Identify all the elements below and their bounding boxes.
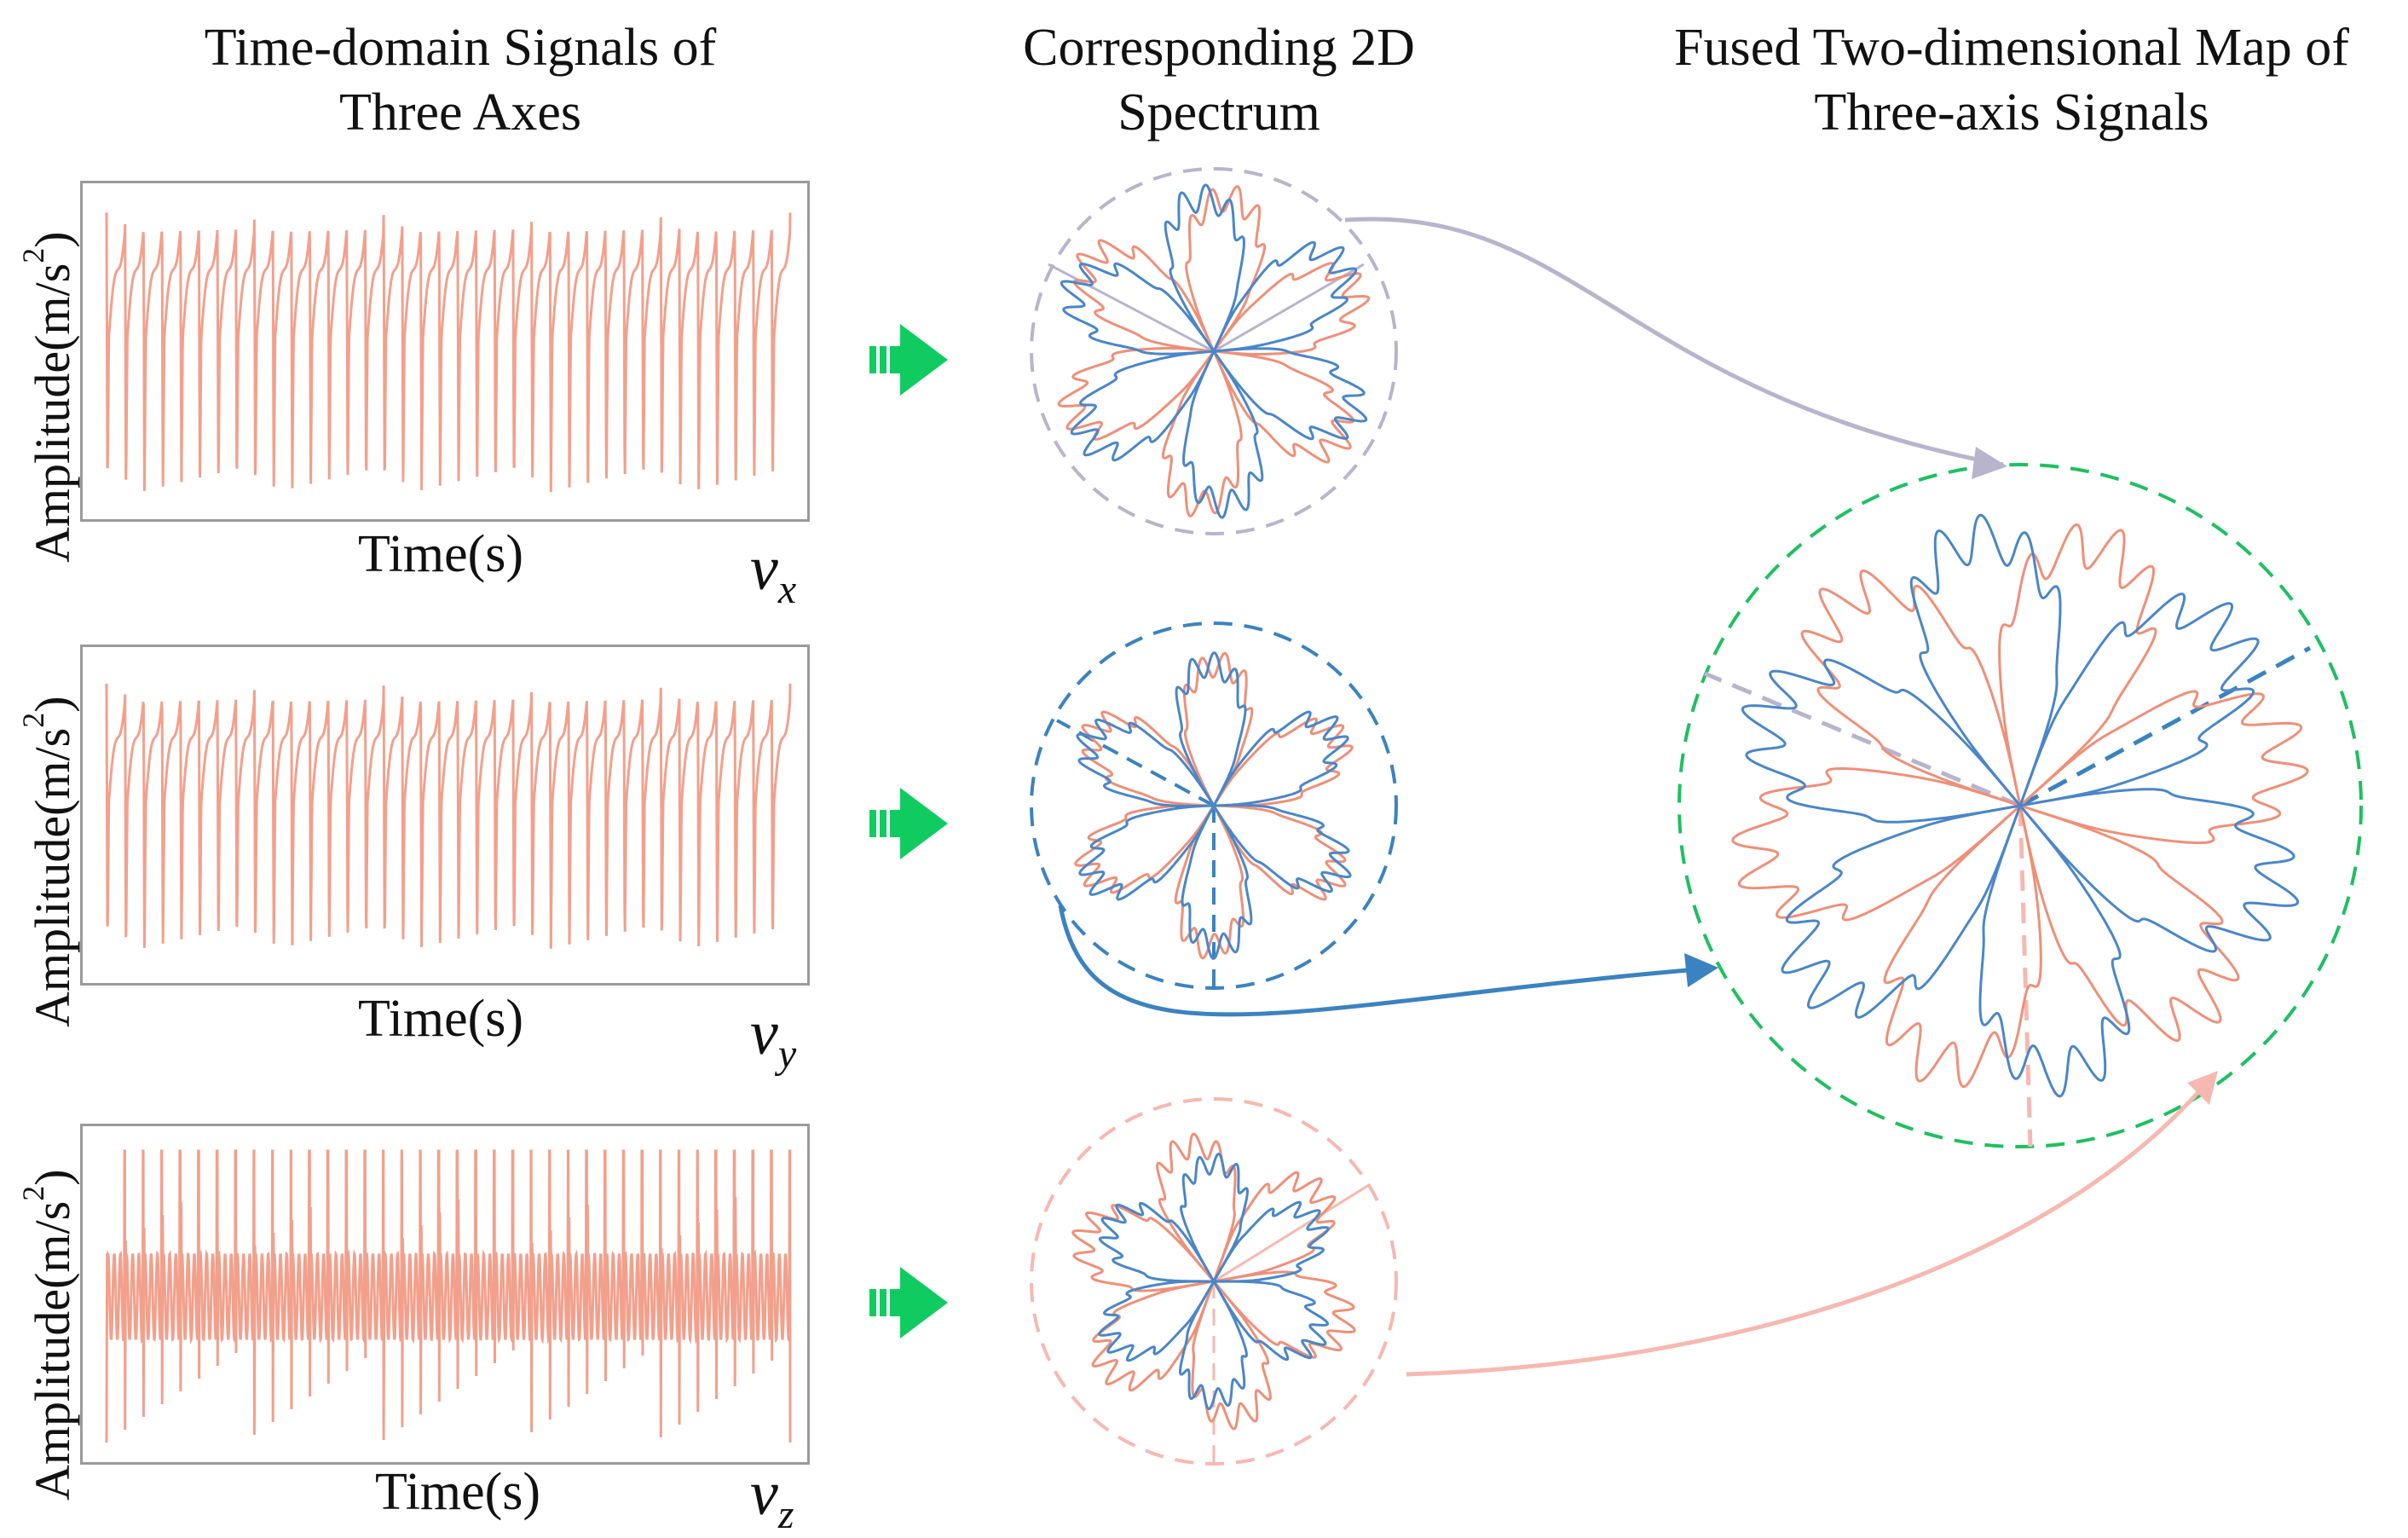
spectrum-rose-vx: [1048, 183, 1371, 519]
title-2d-spectrum-line2: Spectrum: [1117, 84, 1320, 142]
signal-plot-vx: [105, 212, 792, 493]
signal-plot-vz: [105, 1149, 792, 1443]
spectrum-rose-vy: [1056, 651, 1354, 987]
signal-panel-vy: [80, 645, 810, 986]
var-label-vx-v: v: [750, 534, 778, 604]
title-fused-map-line2: Three-axis Signals: [1814, 84, 2209, 142]
fused-map-rose: [1704, 513, 2312, 1148]
rose-vy-blue: [1076, 651, 1352, 960]
var-label-vz: vz: [750, 1458, 794, 1538]
signal-plot-vy: [105, 683, 792, 949]
title-fused-map: Fused Two-dimensional Map of Three-axis …: [1620, 15, 2404, 145]
title-2d-spectrum-line1: Corresponding 2D: [1023, 19, 1415, 77]
var-label-vz-v: v: [750, 1459, 778, 1529]
var-label-vy-sub: y: [777, 1032, 797, 1077]
var-label-vy: vy: [750, 997, 796, 1078]
var-label-vy-v: v: [750, 998, 778, 1068]
title-time-domain-line1: Time-domain Signals of: [204, 19, 717, 77]
rose-vz-blue: [1098, 1152, 1330, 1411]
signal-panel-vz: [80, 1124, 810, 1465]
title-2d-spectrum: Corresponding 2D Spectrum: [963, 15, 1475, 145]
title-time-domain: Time-domain Signals of Three Axes: [145, 15, 776, 145]
title-time-domain-line2: Three Axes: [338, 84, 582, 142]
rose-fused-orange: [1731, 523, 2309, 1089]
spectrum-circle-vx: [1030, 167, 1398, 535]
xlabel-vx: Time(s): [358, 525, 524, 583]
connector-arrow-vz: [1406, 1090, 2201, 1377]
rose-vz-orange: [1071, 1132, 1356, 1431]
flow-arrow-icon-x: [869, 324, 948, 396]
flow-arrow-icon-z: [869, 1267, 948, 1339]
rose-vx-blue: [1060, 183, 1368, 519]
xlabel-vy: Time(s): [358, 990, 524, 1048]
connector-arrowhead-vx: [1972, 447, 2007, 479]
title-fused-map-line1: Fused Two-dimensional Map of: [1674, 19, 2349, 77]
connector-arrow-vy: [1058, 905, 1689, 1017]
signal-panel-vx: [80, 181, 810, 522]
connector-arrow-vx: [1344, 217, 2004, 467]
spectrum-rose-vz: [1071, 1132, 1370, 1463]
connector-arrowhead-vy: [1684, 953, 1718, 987]
signal-trace-vx: [105, 212, 792, 493]
var-label-vz-sub: z: [777, 1492, 794, 1537]
var-label-vx-sub: x: [777, 567, 797, 612]
signal-trace-vy: [105, 683, 792, 949]
signal-trace-vz: [105, 1149, 792, 1443]
fused-map-circle: [1678, 463, 2363, 1148]
flow-arrow-icon-y: [869, 788, 948, 859]
rose-vx-orange: [1057, 185, 1371, 517]
spectrum-circle-vy: [1030, 622, 1398, 990]
var-label-vx: vx: [750, 533, 796, 613]
rose-fused-blue: [1741, 513, 2300, 1098]
xlabel-vz: Time(s): [375, 1463, 541, 1521]
spectrum-circle-vz: [1030, 1097, 1398, 1466]
connector-arrowhead-vz: [2187, 1071, 2218, 1105]
